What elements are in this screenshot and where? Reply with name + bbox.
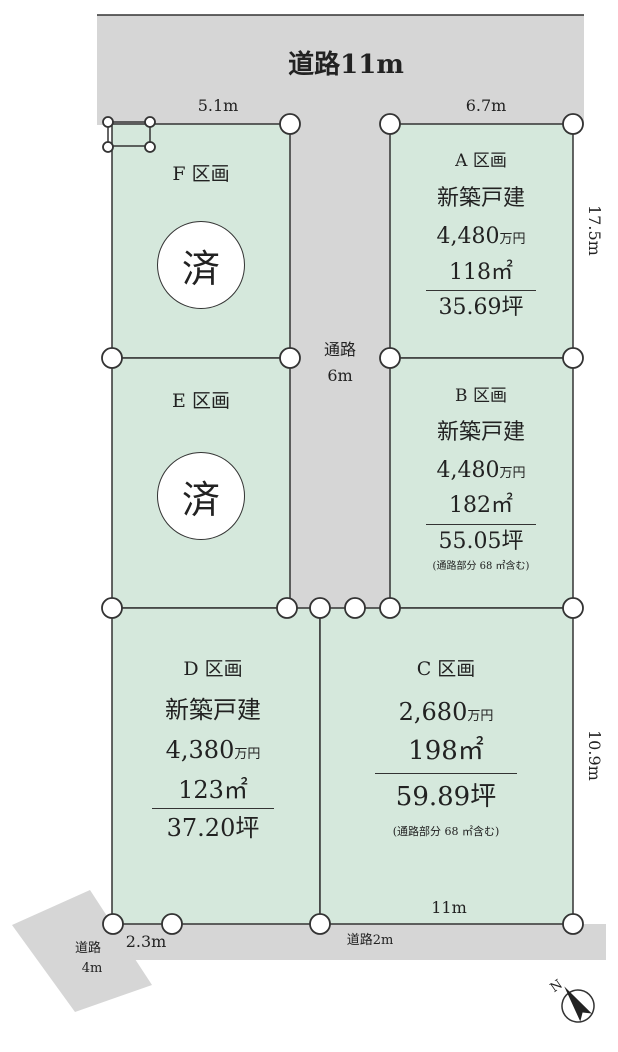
boundary-pin: [309, 913, 331, 935]
corner-marker: [107, 121, 151, 147]
lot-a-kind: 新築戸建: [436, 186, 526, 211]
lot-b-price-unit: 万円: [499, 466, 526, 481]
boundary-pin: [562, 347, 584, 369]
passage-width-label: 6m: [327, 366, 353, 385]
boundary-pin: [102, 116, 114, 128]
lot-c-area: [319, 607, 574, 925]
lot-c-price: 2,680万円: [399, 700, 494, 724]
boundary-pin: [279, 347, 301, 369]
lot-b-note: (通路部分 68 ㎡含む): [432, 561, 530, 572]
passage-label: 通路: [323, 340, 357, 359]
lot-f-title: F 区画: [172, 163, 230, 185]
lot-d-divider: [152, 808, 274, 809]
boundary-pin: [101, 347, 123, 369]
dimension-f-top: 5.1m: [197, 96, 239, 115]
boundary-pin: [279, 113, 301, 135]
boundary-pin: [379, 597, 401, 619]
boundary-pin: [102, 141, 114, 153]
lot-f-sold-badge: 済: [157, 221, 245, 309]
lot-d-price-unit: 万円: [234, 747, 261, 762]
compass-needle-icon: [564, 986, 592, 1022]
boundary-pin: [102, 913, 124, 935]
dimension-right-upper: 17.5m: [585, 205, 604, 256]
boundary-pin: [344, 597, 366, 619]
compass: [561, 986, 595, 1023]
lot-d-area-tsubo: 37.20坪: [166, 814, 260, 842]
boundary-pin: [144, 116, 156, 128]
boundary-pin: [161, 913, 183, 935]
lot-b-divider: [426, 524, 536, 525]
lot-c-divider: [375, 773, 517, 774]
boundary-pin: [562, 113, 584, 135]
lot-d-price: 4,380万円: [166, 738, 261, 762]
lot-a-area: [389, 123, 574, 359]
passage-road-area: [290, 110, 390, 610]
lot-d-title: D 区画: [183, 658, 243, 680]
lot-c-title: C 区画: [416, 658, 476, 680]
bottom-road-area: [113, 924, 606, 960]
lot-a-price-unit: 万円: [499, 232, 526, 247]
lot-d-kind: 新築戸建: [165, 696, 261, 724]
main-road-label: 道路11m: [288, 50, 404, 80]
dimension-right-lower: 10.9m: [585, 730, 604, 781]
lot-a-price-value: 4,480: [436, 224, 500, 249]
side-road-area: [12, 890, 152, 1012]
dimension-bottom-right: 11m: [431, 898, 467, 917]
lot-d-price-value: 4,380: [165, 736, 235, 764]
boundary-pin: [144, 141, 156, 153]
lot-a-price: 4,480万円: [437, 226, 526, 248]
bottom-road-label: 道路2m: [346, 933, 394, 948]
lot-b-title: B 区画: [455, 386, 507, 406]
boundary-pin: [562, 913, 584, 935]
lot-c-area-m2: 198㎡: [408, 736, 484, 766]
boundary-pin: [276, 597, 298, 619]
lot-b-area-tsubo: 55.05坪: [438, 529, 524, 554]
lot-c-price-unit: 万円: [467, 709, 494, 724]
lot-a-divider: [426, 290, 536, 291]
boundary-pin: [309, 597, 331, 619]
boundary-pin: [379, 113, 401, 135]
lot-b-area: [389, 357, 574, 609]
boundary-pin: [379, 347, 401, 369]
boundary-pin: [101, 597, 123, 619]
lot-b-area-m2: 182㎡: [449, 493, 513, 518]
lot-d-area-m2: 123㎡: [178, 776, 248, 804]
lot-b-price-value: 4,480: [436, 458, 500, 483]
lot-e-title: E 区画: [172, 390, 230, 412]
boundary-pins: [101, 113, 584, 935]
dimension-a-top: 6.7m: [465, 96, 507, 115]
lot-a-title: A 区画: [455, 151, 507, 171]
lot-a-area-tsubo: 35.69坪: [438, 295, 524, 320]
lot-c-note: (通路部分 68 ㎡含む): [392, 825, 500, 838]
side-road-label: 道路: [74, 941, 102, 956]
lot-d-area: [111, 607, 321, 925]
main-road-area: [97, 15, 584, 125]
lot-b-price: 4,480万円: [437, 460, 526, 482]
lot-c-price-value: 2,680: [398, 698, 468, 726]
dimension-bottom-left: 2.3m: [125, 932, 167, 951]
side-road-width-label: 4m: [81, 961, 103, 976]
lot-e-sold-badge: 済: [157, 452, 245, 540]
lot-a-area-m2: 118㎡: [449, 260, 513, 285]
boundary-pin: [562, 597, 584, 619]
lot-b-kind: 新築戸建: [436, 420, 526, 445]
lot-c-area-tsubo: 59.89坪: [395, 782, 497, 812]
